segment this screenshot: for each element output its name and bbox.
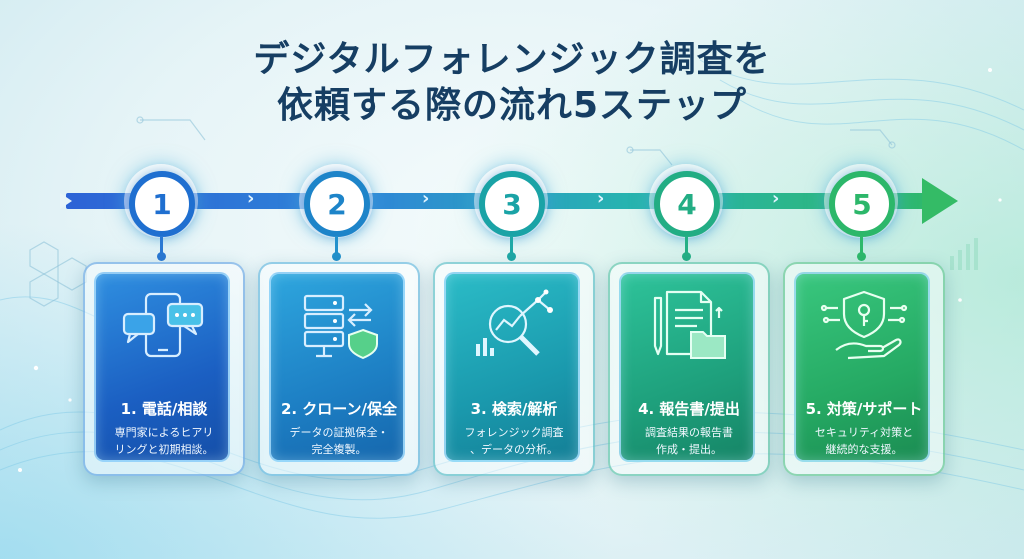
step-connector-dot <box>332 252 341 261</box>
magnifier-network-icon <box>476 289 553 356</box>
step-description-line: 、データの分析。 <box>470 443 558 456</box>
chevron-right-icon: › <box>597 188 605 209</box>
step-connector-dot <box>157 252 166 261</box>
step-description-line: 作成・提出。 <box>656 443 722 456</box>
shield-hand-icon <box>820 290 908 360</box>
step-description-line: 継続的な支援。 <box>825 443 903 456</box>
chevron-right-icon: › <box>422 188 430 209</box>
step-number-3: 3 <box>479 171 545 237</box>
step-connector <box>685 236 688 258</box>
step-description-line: 完全複製。 <box>311 443 367 456</box>
step-description-line: 調査結果の報告書 <box>645 426 733 439</box>
step-card-5: 5. 対策/サポート セキュリティ対策と 継続的な支援。 <box>794 272 930 462</box>
step-description-line: データの証拠保全・ <box>289 426 389 439</box>
document-folder-icon <box>653 290 726 359</box>
step-title-1: 1. 電話/相談 <box>120 400 208 418</box>
step-title-2: 2. クローン/保全 <box>280 400 398 418</box>
step-number-2: 2 <box>304 171 370 237</box>
step-description-2: データの証拠保全・ 完全複製。 <box>275 424 403 458</box>
step-connector <box>160 236 163 258</box>
step-connector <box>510 236 513 258</box>
step-description-5: セキュリティ対策と 継続的な支援。 <box>800 424 928 458</box>
step-title-5: 5. 対策/サポート <box>805 400 923 418</box>
step-card-4: 4. 報告書/提出 調査結果の報告書 作成・提出。 <box>619 272 755 462</box>
page-title-line2: 依頼する際の流れ5ステップ <box>276 85 748 126</box>
step-description-1: 専門家によるヒアリ リングと初期相談。 <box>100 424 228 458</box>
server-shield-icon <box>303 294 378 360</box>
timeline-arrow-head <box>922 178 958 224</box>
step-description-line: フォレンジック調査 <box>464 426 564 439</box>
step-connector-dot <box>507 252 516 261</box>
step-connector <box>860 236 863 258</box>
step-number-1: 1 <box>129 171 195 237</box>
step-title-3: 3. 検索/解析 <box>470 400 558 418</box>
chevron-right-icon: › <box>772 188 780 209</box>
step-description-4: 調査結果の報告書 作成・提出。 <box>625 424 753 458</box>
page-title-line1: デジタルフォレンジック調査を <box>253 39 771 80</box>
step-connector <box>335 236 338 258</box>
step-card-3: 3. 検索/解析 フォレンジック調査 、データの分析。 <box>444 272 580 462</box>
step-number-5: 5 <box>829 171 895 237</box>
step-card-2: 2. クローン/保全 データの証拠保全・ 完全複製。 <box>269 272 405 462</box>
step-number-4: 4 <box>654 171 720 237</box>
step-description-line: リングと初期相談。 <box>114 443 214 456</box>
step-card-1: 1. 電話/相談 専門家によるヒアリ リングと初期相談。 <box>94 272 230 462</box>
step-connector-dot <box>682 252 691 261</box>
step-description-line: セキュリティ対策と <box>814 426 914 439</box>
step-description-3: フォレンジック調査 、データの分析。 <box>450 424 578 458</box>
step-description-line: 専門家によるヒアリ <box>114 426 214 439</box>
chevron-right-icon: › <box>247 188 255 209</box>
timeline-arrow-tail <box>60 193 72 209</box>
step-connector-dot <box>857 252 866 261</box>
step-title-4: 4. 報告書/提出 <box>638 400 740 418</box>
smartphone-chat-icon <box>122 292 204 358</box>
